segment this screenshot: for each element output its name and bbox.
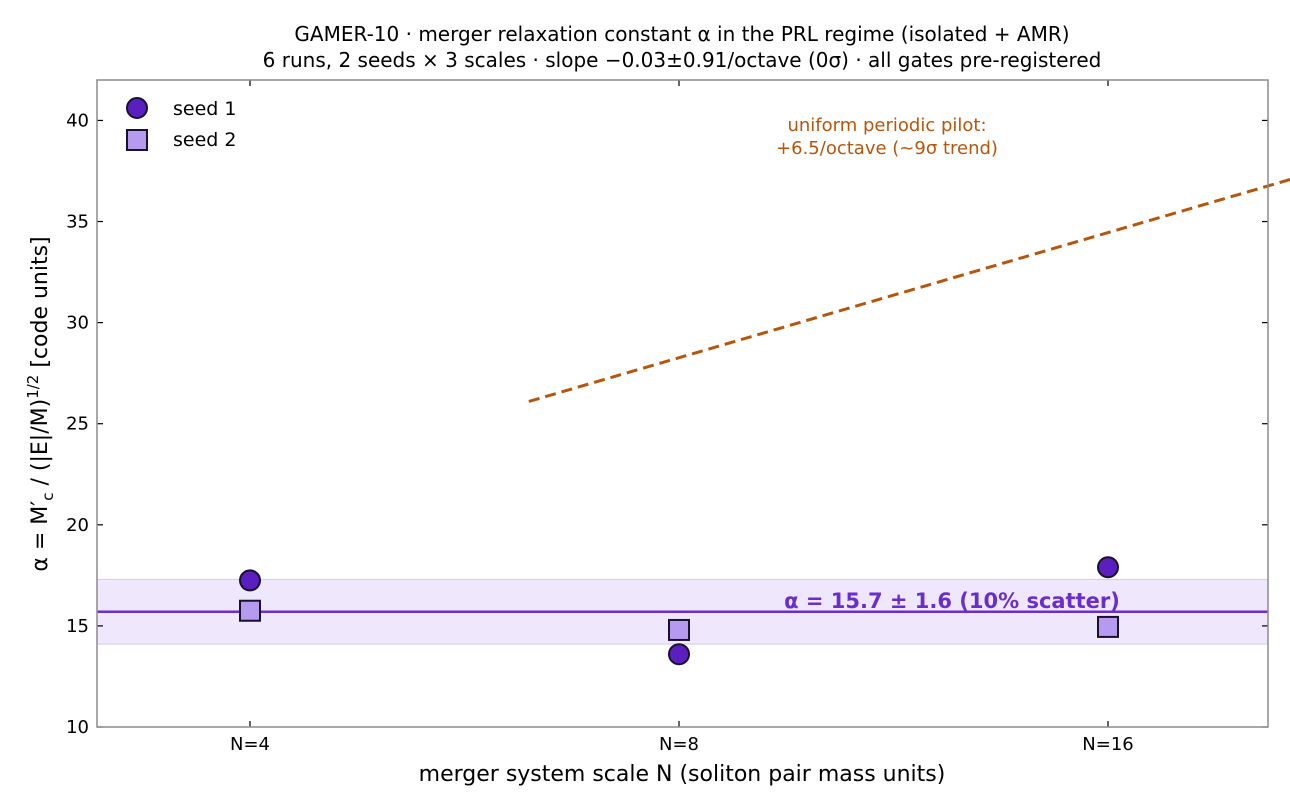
y-label-prime: ′ [28, 501, 53, 506]
pilot-label-line2: +6.5/octave (~9σ trend) [776, 138, 998, 159]
y-axis-label: α = M′c / (|E|/M)1/2 [code units] [24, 236, 57, 571]
point-seed-1-N=16 [1097, 556, 1119, 579]
y-label-sub: c [39, 492, 57, 500]
y-label-mid: / (|E|/M) [28, 399, 53, 493]
chart-title: GAMER-10 · merger relaxation constant α … [294, 22, 1069, 46]
legend-label-seed-1: seed 1 [173, 98, 236, 120]
point-seed-2-N=16 [1097, 615, 1119, 638]
legend-marker-seed-1 [126, 97, 148, 119]
point-seed-2-N=8 [668, 618, 690, 641]
y-tick-label: 35 [66, 212, 89, 233]
mean-band-label: α = 15.7 ± 1.6 (10% scatter) [784, 589, 1120, 613]
plot-frame [96, 79, 1269, 728]
axis-ticks: 10 15 20 25 30 35 40N=4 N=8 N=16 [66, 80, 1268, 755]
point-seed-1-N=8 [668, 643, 690, 666]
x-tick-label: N=8 [659, 734, 699, 755]
pilot-trend-line [528, 177, 1290, 403]
legend: seed 1 seed 2 [126, 97, 236, 151]
legend-marker-seed-2 [126, 129, 148, 151]
y-tick-label: 25 [66, 414, 89, 435]
y-label-sup: 1/2 [24, 375, 42, 399]
y-tick-label: 30 [66, 313, 89, 334]
y-tick-label: 15 [66, 616, 89, 637]
data-points [239, 556, 1119, 666]
y-label-suffix: [code units] [28, 236, 53, 374]
y-tick-label: 20 [66, 515, 89, 536]
pilot-label-line1: uniform periodic pilot: [787, 115, 986, 136]
x-axis-label: merger system scale N (soliton pair mass… [419, 762, 946, 787]
point-seed-2-N=4 [239, 599, 261, 622]
x-tick-label: N=16 [1082, 734, 1133, 755]
y-tick-label: 40 [66, 110, 89, 131]
chart-subtitle: 6 runs, 2 seeds × 3 scales · slope −0.03… [263, 48, 1102, 72]
legend-label-seed-2: seed 2 [173, 129, 236, 151]
x-tick-label: N=4 [230, 734, 270, 755]
point-seed-1-N=4 [239, 569, 261, 592]
y-tick-label: 10 [66, 717, 89, 738]
y-label-prefix: α = M [28, 506, 53, 572]
